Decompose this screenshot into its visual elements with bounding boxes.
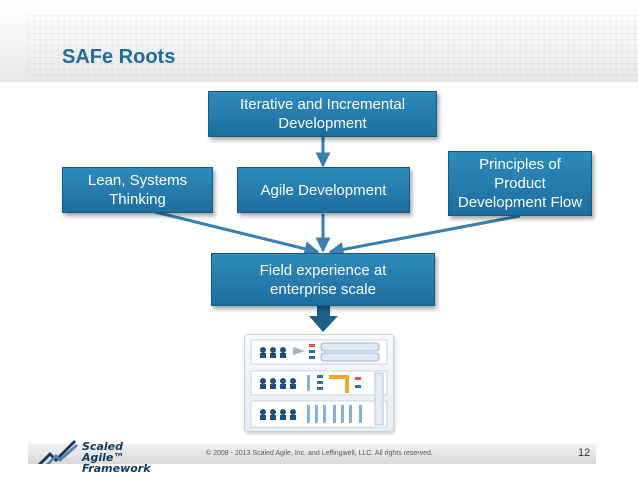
page-number: 12 — [578, 447, 591, 459]
box-lean-systems: Lean, Systems Thinking — [62, 167, 213, 213]
box-iterative-incremental: Iterative and Incremental Development — [208, 91, 437, 137]
logo-text: Scaled Agile™ Framework — [82, 441, 156, 474]
box-principles-flow: Principles of Product Development Flow — [448, 151, 592, 216]
box-iterative-label: Iterative and Incremental Development — [239, 96, 406, 132]
box-field-label: Field experience at enterprise scale — [259, 261, 387, 298]
header-grid-pattern — [28, 14, 638, 76]
big-down-arrow — [309, 305, 338, 332]
framework-thumbnail-graphic — [250, 339, 388, 428]
logo-line2: Framework — [82, 462, 151, 475]
scaled-agile-logo-mark-icon — [38, 440, 78, 464]
slide-title: SAFe Roots — [62, 46, 176, 68]
box-lean-label: Lean, Systems Thinking — [87, 172, 188, 208]
box-field-experience: Field experience at enterprise scale — [211, 253, 435, 306]
copyright-text: © 2008 - 2013 Scaled Agile, Inc. and Lef… — [206, 450, 433, 457]
box-agile-label: Agile Development — [260, 181, 387, 199]
footer-bar — [28, 444, 596, 464]
header-band — [0, 0, 638, 82]
arrow-principles-to-field — [328, 214, 521, 257]
box-agile-development: Agile Development — [237, 167, 410, 213]
framework-thumbnail-image — [244, 334, 394, 432]
arrow-lean-to-field — [154, 210, 320, 257]
box-principles-label: Principles of Product Development Flow — [457, 156, 583, 211]
logo-line1: Scaled Agile™ — [82, 440, 125, 464]
scaled-agile-logo: Scaled Agile™ Framework — [36, 438, 156, 474]
